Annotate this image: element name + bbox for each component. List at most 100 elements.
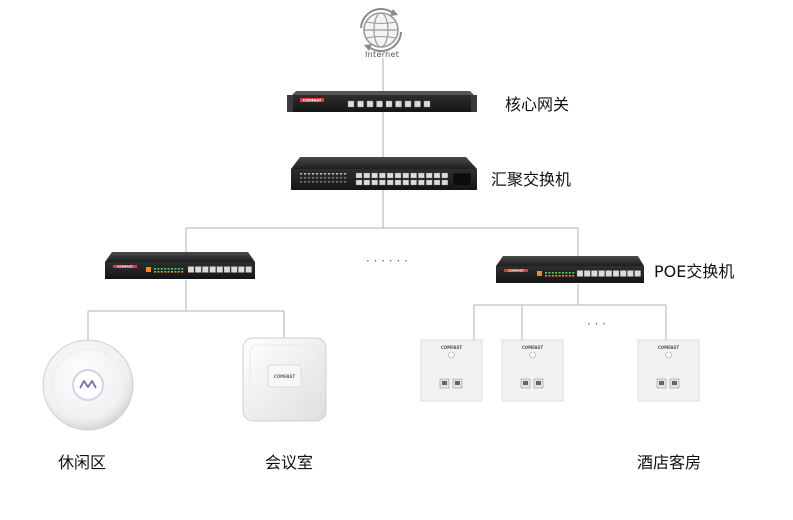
ethernet-port: [387, 179, 394, 186]
status-led: [328, 177, 331, 179]
ethernet-port: [627, 270, 634, 277]
panel-body: [501, 339, 564, 402]
ethernet-port: [426, 179, 433, 186]
status-led: [555, 272, 558, 274]
status-led: [304, 173, 307, 175]
status-led: [312, 181, 315, 183]
ethernet-port: [231, 266, 238, 273]
status-led: [181, 271, 184, 273]
left-poe-switch-device: COMFAST: [105, 252, 255, 279]
status-led: [344, 177, 347, 179]
status-led: [164, 271, 167, 273]
wifi-icon: [665, 351, 672, 359]
ethernet-port: [357, 100, 364, 108]
ethernet-port: [423, 100, 431, 108]
status-led: [565, 272, 568, 274]
status-led: [320, 177, 323, 179]
panel-brand-text: COMFAST: [441, 345, 463, 350]
ethernet-port: [363, 179, 370, 186]
status-led: [548, 275, 551, 277]
status-led: [320, 181, 323, 183]
status-led: [555, 275, 558, 277]
status-led: [568, 272, 571, 274]
gateway-ports: [347, 100, 431, 108]
right-poe-switch-device: COMFAST: [496, 256, 644, 283]
ethernet-port: [379, 179, 386, 186]
left-switch-leds: [146, 267, 184, 273]
ethernet-port: [355, 172, 363, 179]
ethernet-port: [371, 172, 378, 179]
ethernet-port: [187, 266, 195, 273]
status-led: [308, 181, 311, 183]
status-led: [548, 272, 551, 274]
ethernet-port: [404, 100, 412, 108]
status-led: [572, 275, 575, 277]
ethernet-port: [402, 179, 409, 186]
status-led: [558, 272, 561, 274]
status-led: [324, 177, 327, 179]
status-led: [160, 268, 163, 270]
ethernet-port: [410, 179, 417, 186]
ceiling-ap-square: COMFAST: [242, 337, 327, 422]
status-led: [157, 271, 160, 273]
rj45-port-inner: [455, 381, 460, 385]
ethernet-port: [238, 266, 245, 273]
status-led: [316, 173, 319, 175]
status-led: [300, 181, 303, 183]
wall-panel-ap: COMFAST: [420, 339, 483, 402]
more-panels-ellipsis: · · ·: [587, 317, 607, 331]
rj45-port-inner: [523, 381, 528, 385]
ethernet-port: [245, 266, 252, 273]
ethernet-port: [394, 172, 402, 179]
power-led: [537, 271, 542, 276]
ethernet-port: [195, 266, 202, 273]
wifi-icon: [448, 351, 455, 359]
wall-panel-ap: COMFAST: [501, 339, 564, 402]
ethernet-port: [410, 172, 417, 179]
status-led: [304, 177, 307, 179]
square-ap-brand-text: COMFAST: [274, 374, 296, 379]
status-led: [181, 268, 184, 270]
rj45-port-inner: [536, 381, 541, 385]
rj45-port-inner: [659, 381, 664, 385]
ethernet-port: [605, 270, 612, 277]
status-led: [328, 181, 331, 183]
brand-logo-icon: [79, 380, 97, 389]
wall-panel-ap: COMFAST: [637, 339, 700, 402]
aggregation-status-leds: [300, 173, 347, 183]
status-led: [316, 177, 319, 179]
ethernet-port: [433, 179, 441, 186]
status-led: [340, 181, 343, 183]
status-led: [300, 173, 303, 175]
status-led: [336, 181, 339, 183]
ethernet-port: [376, 100, 383, 108]
ethernet-port: [418, 172, 425, 179]
status-led: [562, 275, 564, 277]
ethernet-port: [379, 172, 386, 179]
gateway-brand-text: COMFAST: [303, 99, 322, 103]
status-led: [568, 275, 571, 277]
status-led: [340, 177, 343, 179]
status-led: [551, 275, 554, 277]
status-led: [160, 271, 163, 273]
status-led: [171, 268, 173, 270]
wall-panel-aps: COMFAST COMFAST COMFAST: [420, 339, 700, 402]
left-switch-ports: [187, 266, 252, 273]
ethernet-port: [385, 100, 393, 108]
ethernet-port: [584, 270, 591, 277]
left-switch-brand-text: COMFAST: [117, 265, 134, 269]
status-led: [336, 173, 339, 175]
status-led: [154, 268, 156, 270]
ethernet-port: [433, 172, 441, 179]
status-led: [332, 181, 335, 183]
ethernet-port: [418, 179, 425, 186]
status-led: [164, 268, 167, 270]
right-switch-brand-text: COMFAST: [508, 269, 525, 273]
panel-brand-text: COMFAST: [522, 345, 544, 350]
panel-brand-text: COMFAST: [658, 345, 680, 350]
status-led: [154, 271, 156, 273]
ethernet-port: [576, 270, 584, 277]
ethernet-port: [634, 270, 641, 277]
